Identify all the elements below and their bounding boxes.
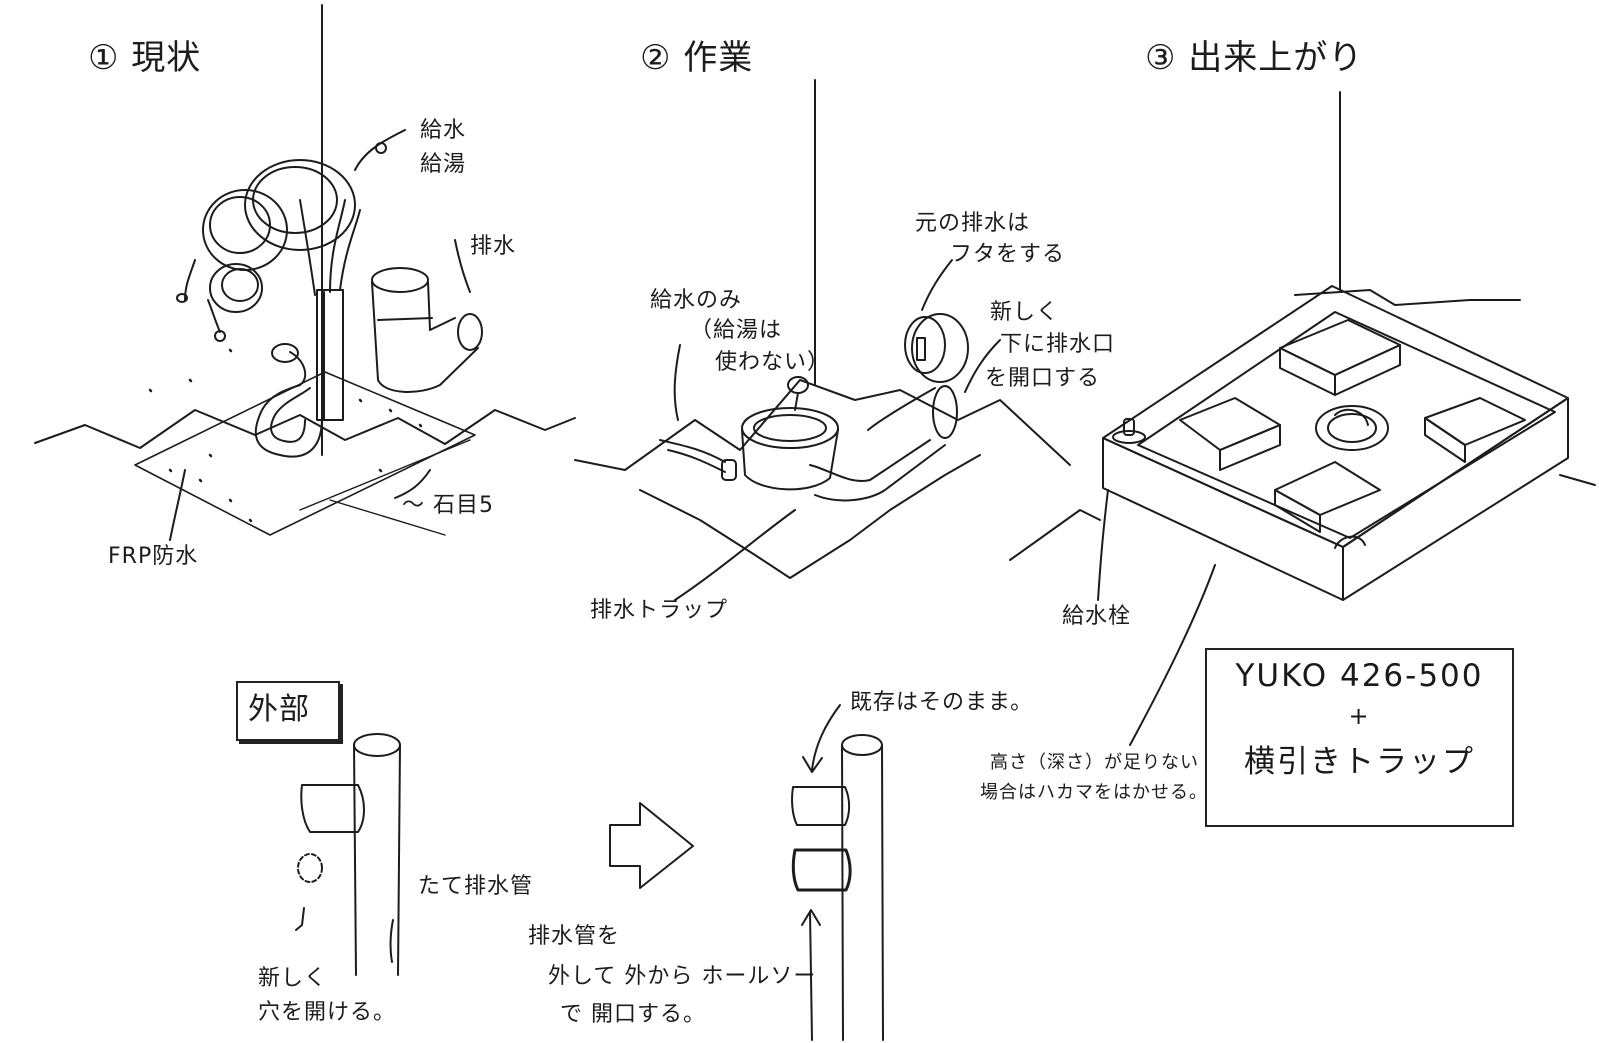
label-supply-hot: 給湯 xyxy=(420,152,467,177)
exterior-drawing xyxy=(296,705,883,1040)
panel3-drawing xyxy=(1010,92,1595,745)
label-faucet: 給水栓 xyxy=(1062,604,1132,629)
panel2-drawing xyxy=(575,80,1070,600)
model-plus: + xyxy=(1348,702,1371,730)
model-name: YUKO 426-500 xyxy=(1235,658,1484,694)
model-trap: 横引きトラップ xyxy=(1244,744,1475,780)
label-existing: 既存はそのまま。 xyxy=(850,690,1034,715)
label-new-open-1: 新しく xyxy=(990,300,1060,325)
label-height-note-2: 場合はハカマをはかせる。 xyxy=(980,782,1208,803)
exterior-label-frame xyxy=(236,681,340,741)
label-new-hole-2: 穴を開ける。 xyxy=(258,1000,397,1025)
panel3-title: ③ 出来上がり xyxy=(1145,38,1364,78)
label-drain-ext-1: 排水管を xyxy=(528,924,621,949)
label-drain-ext-2: 外して 外から ホールソー xyxy=(548,964,817,989)
label-supply-only-3: 使わない） xyxy=(715,350,831,375)
label-vertical-pipe: たて排水管 xyxy=(418,874,534,899)
label-gravel: 〜 石目5 xyxy=(402,493,494,518)
label-old-drain-2: フタをする xyxy=(950,242,1066,267)
label-supply-only-2: （給湯は xyxy=(690,318,783,343)
panel1-title: ① 現状 xyxy=(88,38,202,78)
panel2-title: ② 作業 xyxy=(640,38,754,78)
label-old-drain-1: 元の排水は xyxy=(915,211,1031,236)
label-new-open-2: 下に排水口 xyxy=(1000,332,1116,357)
label-frp: FRP防水 xyxy=(108,544,199,569)
label-supply-only-1: 給水のみ xyxy=(650,288,743,313)
label-height-note-1: 高さ（深さ）が足りない xyxy=(990,752,1199,773)
label-new-open-3: を開口する xyxy=(985,366,1101,391)
label-new-hole-1: 新しく xyxy=(258,966,328,991)
panel1-drawing xyxy=(35,5,575,540)
label-drain-trap: 排水トラップ xyxy=(590,598,729,623)
label-drain: 排水 xyxy=(470,234,517,259)
label-drain-ext-3: で 開口する。 xyxy=(560,1002,706,1027)
label-supply-water: 給水 xyxy=(420,118,467,143)
label-exterior: 外部 xyxy=(248,692,310,727)
model-box: YUKO 426-500 + 横引きトラップ xyxy=(1205,648,1514,827)
